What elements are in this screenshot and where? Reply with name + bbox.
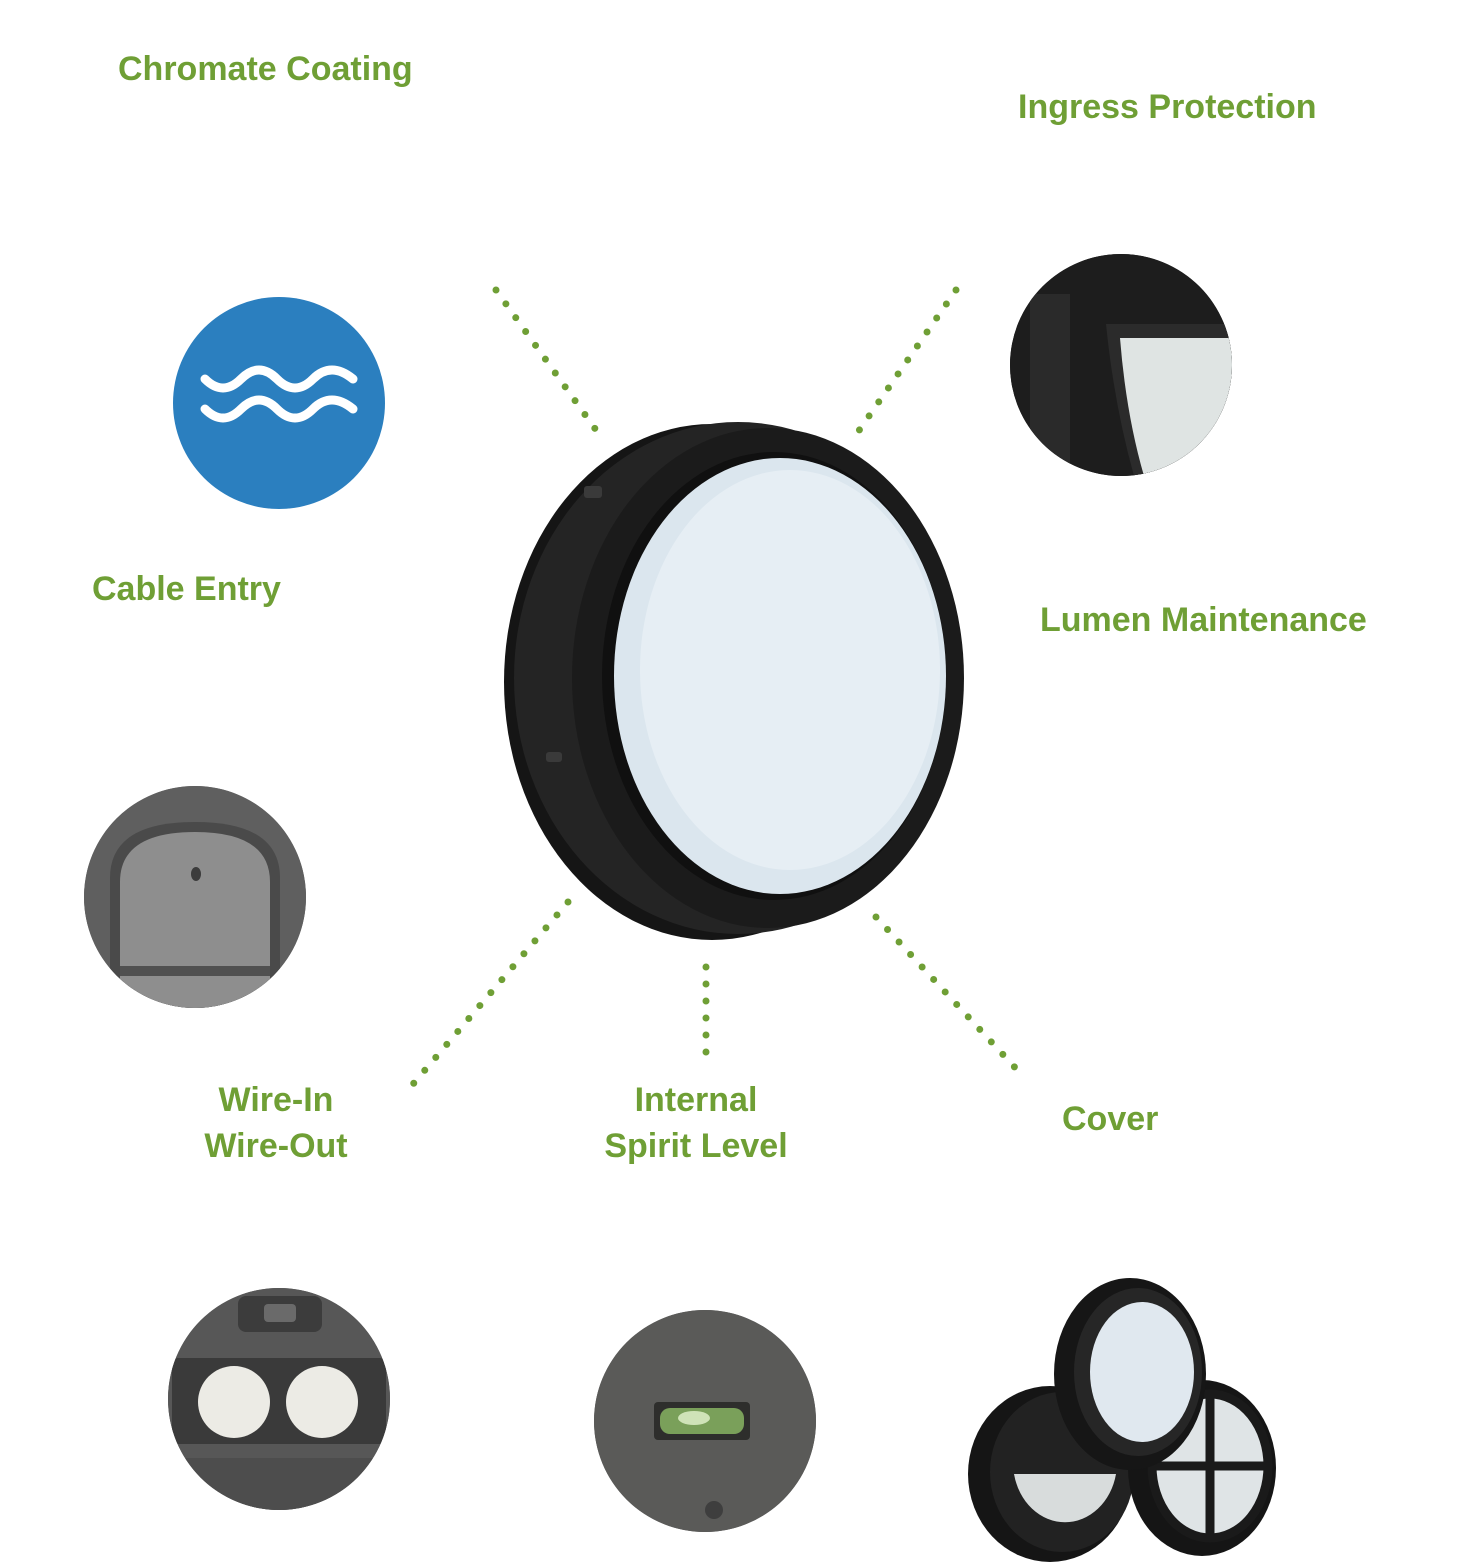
wire-ports-graphic (168, 1288, 390, 1510)
internal-spirit-level-label: Internal Spirit Level (596, 1077, 796, 1169)
spirit-level-graphic (594, 1310, 816, 1532)
wire-in-wire-out-photo (168, 1288, 390, 1510)
wire-in-text: Wire-In (218, 1081, 334, 1119)
spirit-level-text: Spirit Level (604, 1127, 788, 1165)
chromate-coating-label: Chromate Coating (118, 50, 413, 88)
cover-variants-photo (968, 1278, 1276, 1562)
lumen-maintenance-label: Lumen Maintenance (1040, 601, 1367, 639)
connector-bottom-left (404, 898, 572, 1094)
plain-cover-fixture (1054, 1278, 1206, 1470)
spirit-level-photo (594, 1310, 816, 1532)
ingress-protection-label: Ingress Protection (1018, 88, 1317, 126)
chromate-coating-icon-circle (173, 297, 385, 509)
cable-entry-graphic (84, 786, 306, 1008)
cover-label: Cover (1062, 1100, 1159, 1138)
wire-in-wire-out-label: Wire-In Wire-Out (196, 1077, 356, 1169)
bulkhead-light-fixture (504, 422, 964, 940)
water-waves-icon (200, 365, 358, 423)
connector-top-left (492, 286, 600, 434)
connector-bottom-right (872, 913, 1024, 1077)
connector-top-right (854, 286, 960, 436)
cable-entry-photo (84, 786, 306, 1008)
wire-out-text: Wire-Out (204, 1127, 348, 1165)
cable-entry-label: Cable Entry (92, 570, 281, 608)
ingress-detail-graphic (1010, 254, 1232, 476)
internal-text: Internal (634, 1081, 758, 1119)
ingress-protection-photo (1010, 254, 1232, 476)
